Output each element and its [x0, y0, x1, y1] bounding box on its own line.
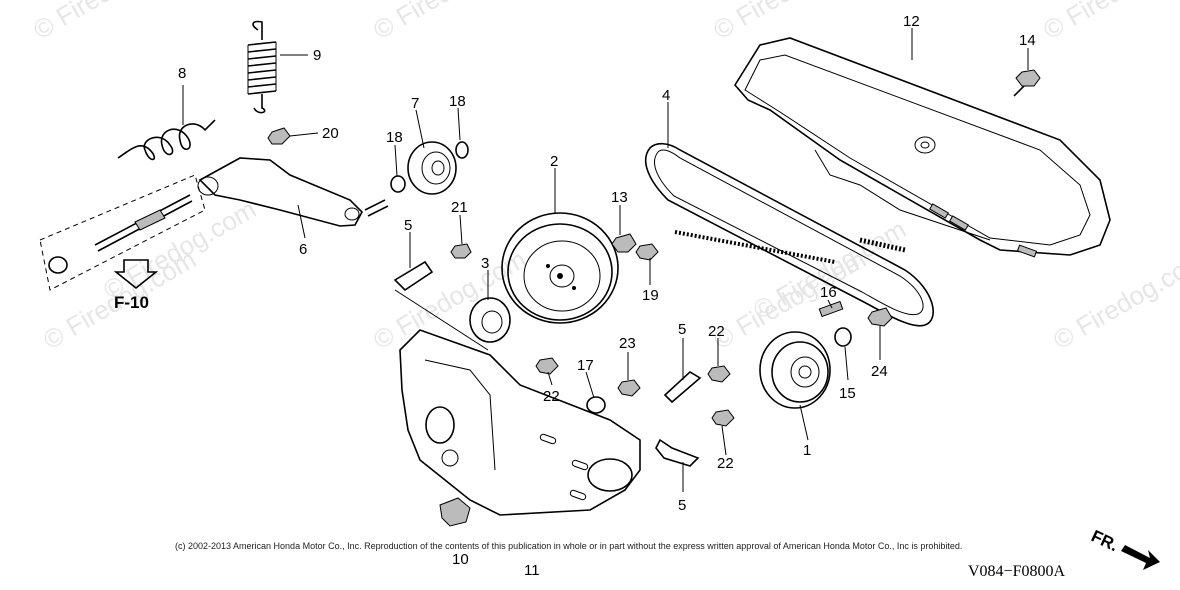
- callout-18b: 18: [449, 93, 466, 110]
- callout-21: 21: [451, 199, 468, 216]
- callout-19: 19: [642, 287, 659, 304]
- callout-13: 13: [611, 189, 628, 206]
- callout-14: 14: [1019, 32, 1036, 49]
- watermark: © Firedog.com: [1038, 0, 1180, 45]
- diagram-code: V084−F0800A: [968, 563, 1065, 580]
- tension-roller: [407, 141, 457, 195]
- extension-spring: [247, 20, 277, 114]
- callout-10: 10: [452, 551, 469, 568]
- torsion-spring: [117, 119, 216, 161]
- watermark-layer: © Firedog.com © Firedog.com © Firedog.co…: [28, 0, 1180, 355]
- watermark: © Firedog.com: [1048, 244, 1180, 355]
- callout-2: 2: [550, 153, 558, 170]
- callout-9: 9: [313, 47, 321, 64]
- reference-label: F-10: [114, 293, 149, 312]
- callout-12: 12: [903, 13, 920, 30]
- key-pins: [393, 260, 702, 467]
- watermark: © Firedog.com: [368, 244, 531, 355]
- callout-5c: 5: [678, 497, 686, 514]
- callout-8: 8: [178, 65, 186, 82]
- leader-lines: [182, 28, 1029, 492]
- callout-6: 6: [299, 241, 307, 258]
- belt-cover: [734, 37, 1111, 258]
- direction-indicator: FR.: [1088, 526, 1160, 570]
- callout-4: 4: [662, 87, 670, 104]
- callout-11: 11: [524, 562, 540, 579]
- watermark: © Firedog.com: [368, 0, 531, 45]
- hardware-small-parts: [267, 127, 893, 427]
- callout-20: 20: [322, 125, 339, 142]
- drive-pulley: [501, 212, 619, 324]
- callout-1: 1: [803, 442, 811, 459]
- callout-22b: 22: [708, 323, 725, 340]
- rod-assembly: [39, 174, 206, 291]
- watermark: © Firedog.com: [28, 0, 191, 45]
- bracket-plate: [394, 289, 641, 516]
- callout-22a: 22: [543, 388, 560, 405]
- knob: [439, 497, 471, 527]
- callout-7: 7: [411, 95, 419, 112]
- callout-16: 16: [820, 284, 837, 301]
- copyright-notice: (c) 2002-2013 American Honda Motor Co., …: [175, 541, 962, 551]
- callout-5b: 5: [678, 321, 686, 338]
- callout-15: 15: [839, 385, 856, 402]
- callouts: 1 2 3 4 5 5 5 6 7 8 9 10 11 12 13 14 15 …: [178, 13, 1036, 579]
- direction-label: FR.: [1088, 526, 1121, 555]
- callout-17: 17: [577, 357, 594, 374]
- tension-arm: [197, 157, 389, 227]
- callout-24: 24: [871, 363, 888, 380]
- callout-18a: 18: [386, 129, 403, 146]
- callout-5a: 5: [404, 217, 412, 234]
- callout-22c: 22: [717, 455, 734, 472]
- callout-3: 3: [481, 255, 489, 272]
- callout-23: 23: [619, 335, 636, 352]
- idler-pulley: [759, 331, 831, 409]
- reference-arrow: [113, 259, 159, 290]
- v-belt: [644, 142, 934, 327]
- bolt-14: [1013, 69, 1041, 97]
- watermark: © Firedog.com: [98, 194, 261, 305]
- pulley-hub: [469, 297, 511, 343]
- direction-arrow-icon: [1121, 545, 1160, 570]
